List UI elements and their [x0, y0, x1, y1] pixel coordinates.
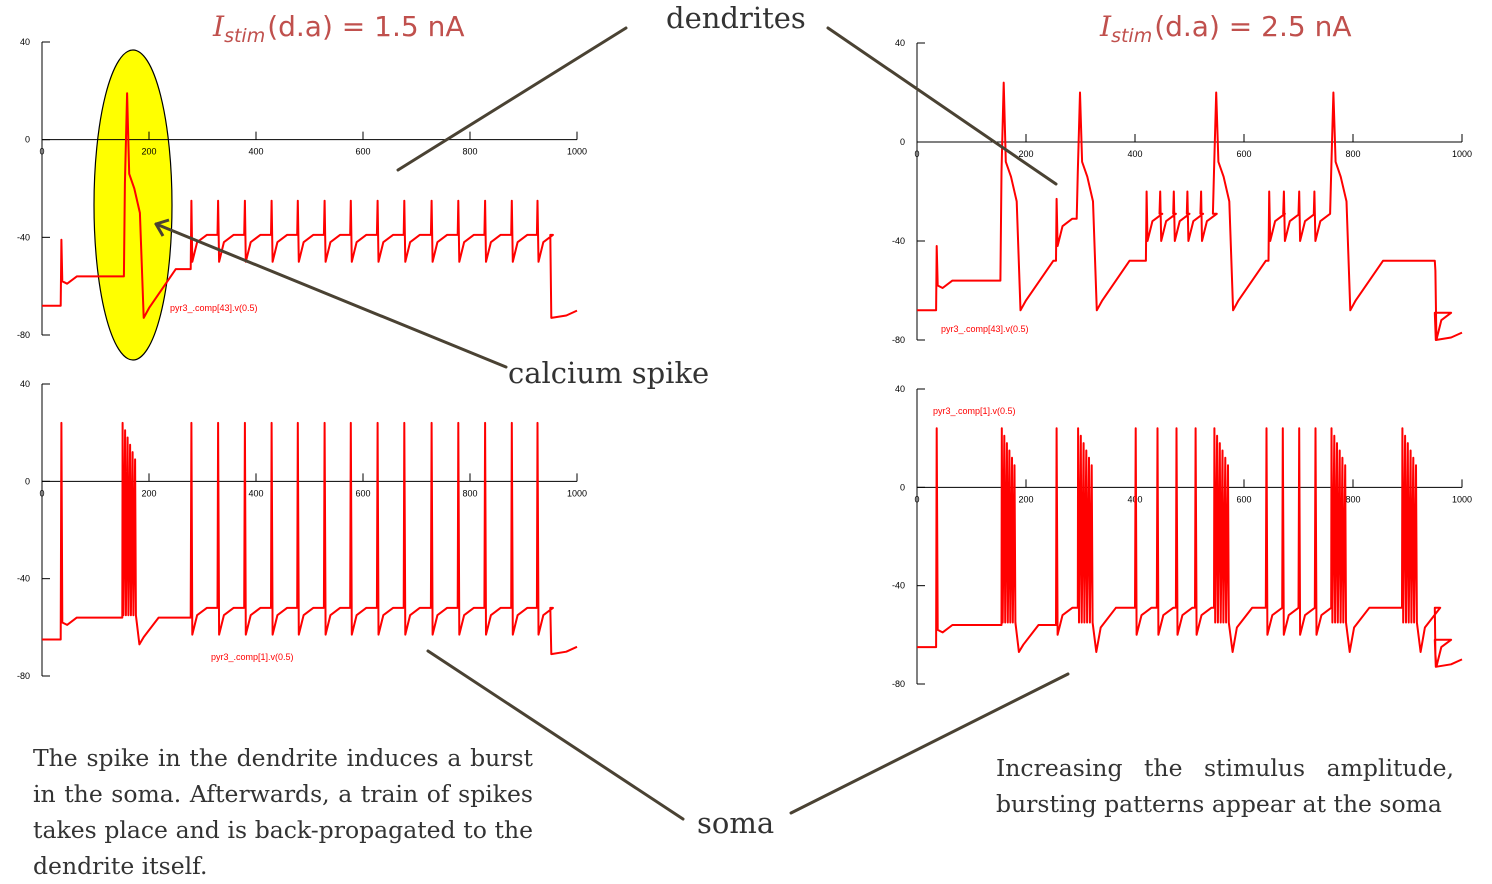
- y-tick-label: -80: [17, 671, 30, 681]
- x-tick-label: 400: [248, 147, 263, 157]
- calcium-spike-label: calcium spike: [508, 356, 710, 390]
- y-tick-label: -80: [892, 335, 905, 345]
- x-tick-label: 800: [1345, 494, 1360, 504]
- x-tick-label: 0: [914, 494, 919, 504]
- left-title-value: (d.a) = 1.5 nA: [267, 10, 465, 43]
- series-label: pyr3_.comp[1].v(0.5): [933, 406, 1016, 416]
- x-tick-label: 400: [1127, 149, 1142, 159]
- left-title-subscript: stim: [224, 25, 266, 47]
- left-title-symbol: I: [213, 10, 225, 43]
- y-tick-label: 40: [20, 379, 30, 389]
- right-title-subscript: stim: [1111, 25, 1153, 47]
- y-tick-label: -40: [17, 232, 30, 242]
- series-label: pyr3_.comp[1].v(0.5): [211, 652, 294, 662]
- x-tick-label: 200: [141, 147, 156, 157]
- voltage-trace: [42, 92, 578, 319]
- x-tick-label: 600: [1236, 149, 1251, 159]
- calcium-spike-arrowhead: [154, 218, 170, 237]
- calcium-spike-highlight: [93, 49, 173, 361]
- y-tick-label: 0: [900, 482, 905, 492]
- dendrites-pointer-left: [396, 26, 628, 172]
- y-tick-label: 0: [900, 137, 905, 147]
- x-tick-label: 0: [39, 488, 44, 498]
- series-label: pyr3_.comp[43].v(0.5): [170, 303, 258, 313]
- x-tick-label: 0: [914, 149, 919, 159]
- y-tick-label: 40: [895, 384, 905, 394]
- y-tick-label: -80: [892, 679, 905, 689]
- y-tick-label: 40: [895, 38, 905, 48]
- dendrites-pointer-right: [826, 26, 1058, 186]
- x-tick-label: 200: [141, 488, 156, 498]
- soma-pointer-right: [789, 672, 1070, 815]
- x-tick-label: 1000: [567, 147, 587, 157]
- calcium-spike-highlight-layer: [93, 49, 173, 361]
- x-tick-label: 600: [355, 488, 370, 498]
- x-tick-label: 600: [355, 147, 370, 157]
- left-caption: The spike in the dendrite induces a burs…: [33, 744, 533, 880]
- voltage-trace: [917, 81, 1463, 341]
- calcium-spike-pointer: [154, 222, 508, 369]
- x-tick-label: 1000: [567, 488, 587, 498]
- x-tick-label: 200: [1018, 149, 1033, 159]
- right-stimulus-title: Istim(d.a) = 2.5 nA: [1100, 10, 1351, 47]
- x-tick-label: 800: [1345, 149, 1360, 159]
- x-tick-label: 1000: [1452, 149, 1472, 159]
- left-stimulus-title: Istim(d.a) = 1.5 nA: [213, 10, 464, 47]
- y-tick-label: 40: [20, 37, 30, 47]
- dendrites-label: dendrites: [666, 1, 806, 35]
- x-tick-label: 800: [462, 147, 477, 157]
- right-caption: Increasing the stimulus amplitude, burst…: [996, 754, 1454, 818]
- soma-pointer-left: [426, 649, 685, 821]
- y-tick-label: -80: [17, 330, 30, 340]
- x-tick-label: 200: [1018, 494, 1033, 504]
- voltage-trace: [917, 427, 1463, 668]
- x-tick-label: 800: [462, 488, 477, 498]
- y-tick-label: -40: [17, 574, 30, 584]
- y-tick-label: -40: [892, 581, 905, 591]
- soma-label: soma: [697, 806, 775, 840]
- y-tick-label: 0: [25, 135, 30, 145]
- voltage-trace: [42, 421, 578, 656]
- y-tick-label: 0: [25, 476, 30, 486]
- x-tick-label: 1000: [1452, 494, 1472, 504]
- right-title-symbol: I: [1100, 10, 1112, 43]
- x-tick-label: 400: [248, 488, 263, 498]
- series-label: pyr3_.comp[43].v(0.5): [941, 324, 1029, 334]
- x-tick-label: 0: [39, 147, 44, 157]
- right-title-value: (d.a) = 2.5 nA: [1154, 10, 1352, 43]
- x-tick-label: 600: [1236, 494, 1251, 504]
- y-tick-label: -40: [892, 236, 905, 246]
- annotation-pointers: [154, 26, 1070, 821]
